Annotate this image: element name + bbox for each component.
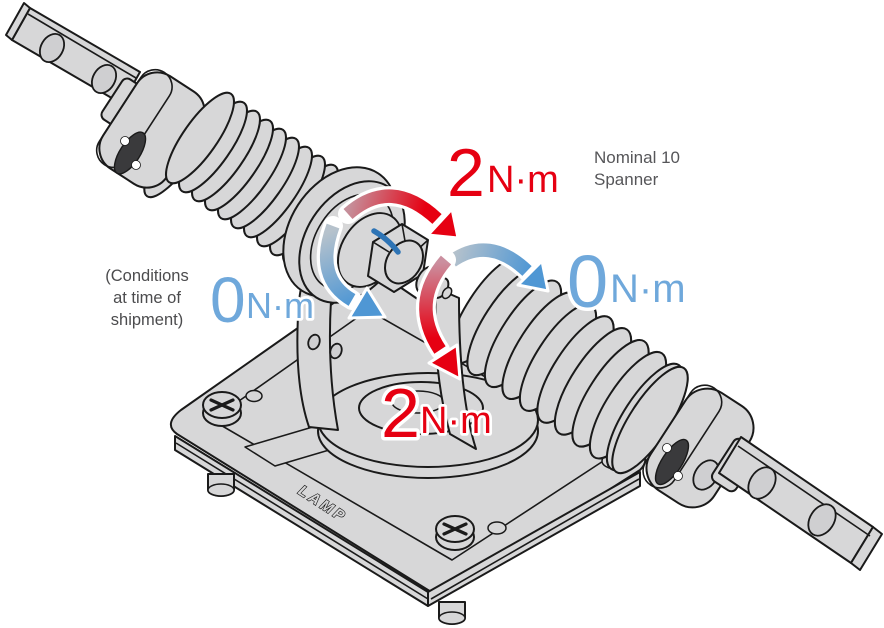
torque-unit: N·m xyxy=(420,400,492,442)
torque-unit: N·m xyxy=(487,159,559,201)
rotation-arrow-blue-cw-icon xyxy=(448,243,532,277)
plate-hole xyxy=(487,521,507,535)
calibration-mark xyxy=(371,228,401,255)
torque-unit: N·m xyxy=(246,285,314,326)
note-line: shipment) xyxy=(111,311,183,329)
rotation-arrow-red-ccw-head-icon xyxy=(427,343,462,381)
note-conditions: (Conditions at time of shipment) xyxy=(105,267,188,329)
rotation-arrow-blue-ccw-icon xyxy=(319,223,356,306)
rotation-arrows xyxy=(316,186,550,381)
rotation-arrow-red-cw-icon xyxy=(343,189,442,225)
torque-label-lower: 2 N·m xyxy=(378,371,495,456)
torque-label-left: 0 N·m xyxy=(207,261,317,340)
torque-unit: N·m xyxy=(610,267,686,311)
rubber-foot xyxy=(207,473,235,497)
rotation-arrow-red-cw-head-icon xyxy=(426,207,460,240)
phillips-screw xyxy=(201,390,243,428)
torque-label-upper: 2 N·m xyxy=(444,132,562,215)
right-end-clamp xyxy=(611,365,755,509)
rotation-arrow-red-ccw-icon xyxy=(419,255,452,354)
phillips-screw xyxy=(434,514,476,552)
note-spanner: Nominal 10 Spanner xyxy=(594,148,680,189)
torque-value: 2 xyxy=(381,374,420,452)
note-line: Nominal 10 xyxy=(594,148,680,167)
plate-hole xyxy=(245,389,263,403)
rotation-arrow-blue-ccw-head-icon xyxy=(347,286,387,320)
right-mounting-arm xyxy=(710,436,883,571)
rotation-arrow-blue-cw-head-icon xyxy=(516,259,550,293)
torque-value: 0 xyxy=(567,240,608,323)
torque-value: 0 xyxy=(210,264,246,336)
torque-value: 2 xyxy=(447,135,485,211)
torque-label-right: 0 N·m xyxy=(564,237,689,327)
note-line: at time of xyxy=(113,289,181,307)
note-line: Spanner xyxy=(594,170,659,189)
note-line: (Conditions xyxy=(105,267,188,285)
rubber-foot xyxy=(438,601,466,625)
